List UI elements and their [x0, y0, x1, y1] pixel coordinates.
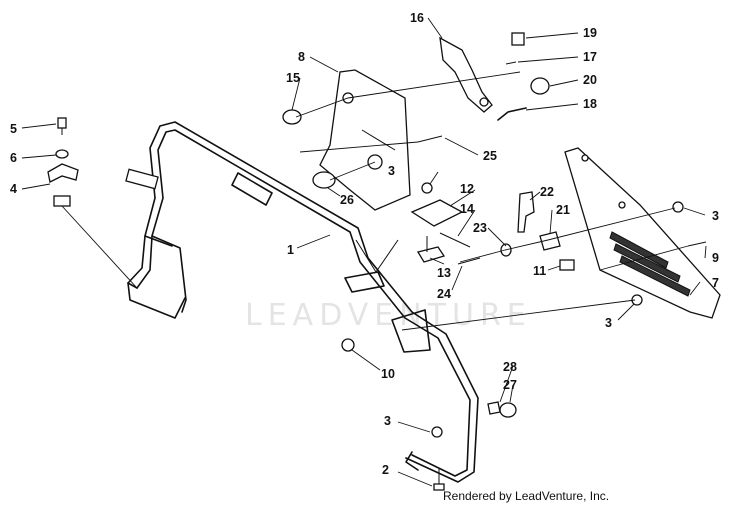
callout-3-top: 3: [388, 164, 395, 178]
callout-26: 26: [340, 193, 354, 207]
callout-19: 19: [583, 26, 597, 40]
callout-20: 20: [583, 73, 597, 87]
hardware-parts: [47, 109, 707, 491]
callout-16: 16: [410, 11, 424, 25]
callout-11: 11: [533, 264, 546, 278]
callout-10: 10: [381, 367, 395, 381]
callouts: 1 2 3 3 3 3 4 5 6 7 8 9 10 11 12 13 14 1…: [10, 11, 719, 477]
callout-25: 25: [483, 149, 497, 163]
callout-3-panel: 3: [605, 316, 612, 330]
callout-2: 2: [382, 463, 389, 477]
callout-1: 1: [287, 243, 294, 257]
callout-5: 5: [10, 122, 17, 136]
callout-13: 13: [437, 266, 451, 280]
callout-15: 15: [286, 71, 300, 85]
callout-22: 22: [540, 185, 554, 199]
callout-18: 18: [583, 97, 597, 111]
callout-6: 6: [10, 151, 17, 165]
callout-12: 12: [460, 182, 474, 196]
callout-17: 17: [583, 50, 597, 64]
callout-14: 14: [460, 202, 474, 216]
callout-23: 23: [473, 221, 487, 235]
callout-27: 27: [503, 378, 517, 392]
callout-leaders: [21, 17, 707, 487]
part-16-bracket: [439, 32, 550, 121]
callout-21: 21: [556, 203, 570, 217]
part-1-bumper-tube: [125, 121, 479, 483]
callout-7: 7: [712, 276, 719, 290]
watermark: LEADVENTURE: [245, 239, 532, 333]
callout-28: 28: [503, 360, 517, 374]
callout-4: 4: [10, 182, 17, 196]
credit-text: Rendered by LeadVenture, Inc.: [443, 489, 609, 503]
callout-24: 24: [437, 287, 451, 301]
callout-8: 8: [298, 50, 305, 64]
part-7-side-panel: [564, 147, 721, 319]
callout-3-bottom: 3: [384, 414, 391, 428]
callout-9: 9: [712, 251, 719, 265]
assembly-lines: [61, 71, 689, 331]
callout-3-right: 3: [712, 209, 719, 223]
watermark-text: LEADVENTURE: [245, 298, 532, 333]
